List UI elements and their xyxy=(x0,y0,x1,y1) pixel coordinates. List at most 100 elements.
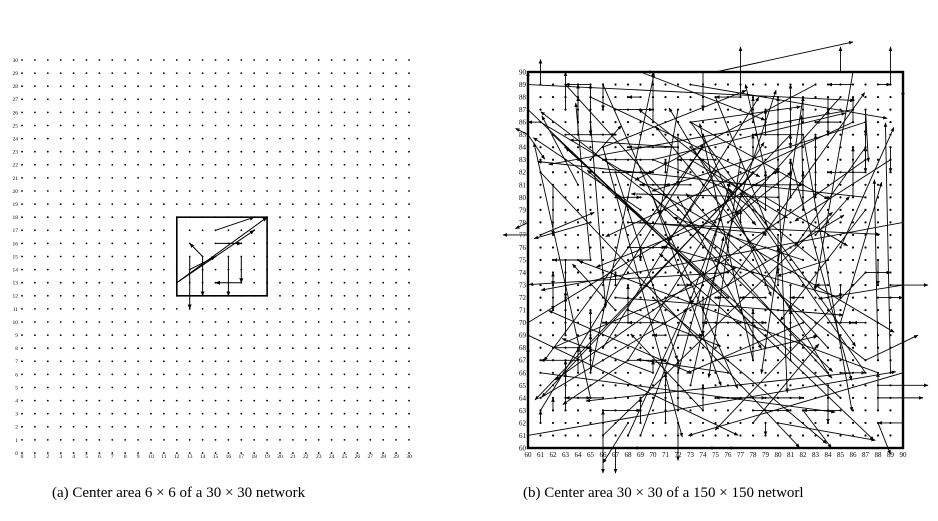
grid-node xyxy=(408,439,410,441)
grid-node xyxy=(701,221,705,224)
grid-node xyxy=(175,72,178,74)
grid-node xyxy=(330,386,333,389)
route-arrow xyxy=(651,121,866,192)
grid-node xyxy=(651,221,655,224)
grid-node xyxy=(601,246,605,249)
grid-node xyxy=(124,334,127,336)
grid-node xyxy=(395,452,397,454)
x-tick-label: 78 xyxy=(750,451,758,459)
grid-node xyxy=(330,452,333,454)
grid-node xyxy=(356,321,359,323)
route-arrow xyxy=(569,138,679,148)
grid-node xyxy=(408,163,410,166)
grid-node xyxy=(864,421,867,425)
grid-node xyxy=(201,334,204,336)
grid-node xyxy=(266,85,268,88)
grid-node xyxy=(188,150,191,153)
grid-node xyxy=(889,434,892,437)
grid-node xyxy=(689,108,692,111)
grid-node xyxy=(776,434,780,437)
grid-node xyxy=(864,396,867,399)
grid-node xyxy=(676,83,680,86)
grid-node xyxy=(801,246,805,249)
grid-node xyxy=(369,268,372,271)
grid-node xyxy=(188,163,191,166)
grid-node xyxy=(279,229,281,232)
x-tick-label: 18 xyxy=(251,454,257,460)
grid-node xyxy=(137,268,140,271)
grid-node xyxy=(714,108,717,111)
grid-node xyxy=(227,386,230,389)
grid-node xyxy=(292,360,294,363)
grid-node xyxy=(664,309,667,312)
grid-node xyxy=(253,308,256,310)
grid-node xyxy=(789,421,792,425)
grid-node xyxy=(98,334,101,336)
grid-node xyxy=(751,83,755,86)
grid-node xyxy=(279,150,281,153)
grid-node xyxy=(739,421,742,425)
grid-node xyxy=(227,98,230,101)
y-tick-label: 78 xyxy=(519,219,527,227)
grid-node xyxy=(551,158,555,161)
grid-node xyxy=(72,268,75,271)
grid-node xyxy=(46,294,49,297)
grid-node xyxy=(356,347,359,350)
grid-node xyxy=(614,346,617,349)
grid-node xyxy=(59,137,62,140)
grid-node xyxy=(395,177,397,179)
route-arrow xyxy=(690,121,856,347)
grid-node xyxy=(726,258,730,262)
grid-node xyxy=(551,171,555,174)
grid-node xyxy=(330,98,333,101)
grid-node xyxy=(664,434,667,437)
grid-node xyxy=(59,255,62,258)
grid-node xyxy=(356,439,359,441)
grid-node xyxy=(739,133,742,136)
y-tick-label: 70 xyxy=(519,319,527,327)
grid-node xyxy=(175,203,178,206)
grid-node xyxy=(98,294,101,297)
grid-node xyxy=(851,346,855,349)
grid-node xyxy=(72,150,75,153)
grid-node xyxy=(864,434,867,437)
route-arrow xyxy=(176,216,268,284)
grid-node xyxy=(240,98,243,101)
grid-node xyxy=(85,321,88,323)
grid-node xyxy=(72,321,75,323)
grid-node xyxy=(85,452,88,454)
grid-node xyxy=(395,190,397,192)
route-arrow xyxy=(630,192,779,198)
grid-node xyxy=(382,373,385,376)
grid-node xyxy=(111,425,114,428)
grid-node xyxy=(330,137,333,140)
grid-node xyxy=(21,242,23,245)
grid-node xyxy=(85,203,88,206)
grid-node xyxy=(343,98,346,101)
grid-node xyxy=(124,203,127,206)
grid-node xyxy=(34,255,36,258)
route-arrow xyxy=(533,221,591,240)
route-arrow xyxy=(698,123,754,361)
x-tick-label: 83 xyxy=(812,451,820,459)
x-tick-label: 60 xyxy=(525,451,533,459)
grid-node xyxy=(408,137,410,140)
route-arrow xyxy=(561,338,654,374)
grid-node xyxy=(356,412,359,415)
grid-node xyxy=(98,98,101,101)
grid-node xyxy=(85,347,88,350)
x-tick-label: 80 xyxy=(775,451,783,459)
grid-node xyxy=(59,425,62,428)
grid-node xyxy=(279,334,281,336)
y-tick-label: 81 xyxy=(519,181,527,189)
grid-node xyxy=(356,399,359,402)
x-tick-label: 87 xyxy=(862,451,870,459)
grid-node xyxy=(292,386,294,389)
grid-node xyxy=(188,360,191,363)
grid-node xyxy=(764,83,767,86)
grid-node xyxy=(626,346,630,349)
grid-node xyxy=(111,360,114,363)
grid-node xyxy=(676,309,680,312)
grid-node xyxy=(714,246,717,249)
grid-node xyxy=(227,321,230,323)
